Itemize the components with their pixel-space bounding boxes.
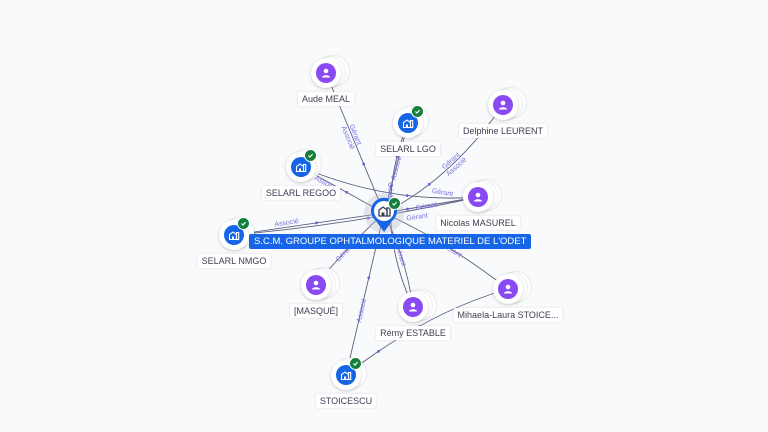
building-icon (398, 113, 418, 133)
edge-label: Associé (390, 155, 403, 181)
edge-arrow (377, 350, 380, 353)
center-company-label[interactable]: S.C.M. GROUPE OPHTALMOLOGIQUE MATERIEL D… (249, 234, 532, 249)
node-bubble[interactable] (311, 58, 341, 88)
person-icon (403, 297, 423, 317)
edge-arrow (366, 216, 370, 220)
building-icon (291, 157, 311, 177)
node-bubble[interactable] (286, 149, 317, 182)
edge-label: Gérant (406, 212, 428, 222)
verified-check-icon (237, 217, 250, 230)
person-icon (316, 63, 336, 83)
node-bubble[interactable] (398, 292, 428, 322)
edge-arrow (427, 182, 431, 186)
edge-arrow (406, 207, 409, 211)
edge-label: Gérant (386, 182, 394, 204)
building-icon (224, 225, 244, 245)
node-label[interactable]: [MASQUÉ] (289, 304, 343, 318)
node-bubble[interactable] (393, 105, 424, 138)
node-label[interactable]: SELARL LGO (376, 142, 440, 156)
person-icon (498, 279, 518, 299)
edge-mihaela-stoicescu (345, 288, 509, 376)
node-bubble[interactable] (219, 217, 250, 250)
node-label[interactable]: Aude MEAL (297, 92, 355, 106)
edge-arrow (345, 190, 349, 194)
edge-arrow (389, 184, 393, 188)
person-icon (493, 95, 513, 115)
edge-arrow (405, 194, 409, 197)
building-icon (378, 206, 391, 217)
person-icon (468, 187, 488, 207)
edge-nmgo-center (233, 212, 385, 236)
verified-check-icon (349, 357, 362, 370)
edge-label: Gérant (415, 202, 437, 213)
node-label[interactable]: Nicolas MASUREL (436, 216, 520, 230)
edge-stoicescu-center (345, 212, 385, 376)
node-bubble[interactable] (301, 270, 331, 300)
edge-arrow (362, 162, 366, 166)
edge-label: Associé (274, 218, 299, 228)
edge-arrow (315, 221, 318, 225)
node-bubble[interactable] (331, 357, 362, 390)
node-label[interactable]: SELARL NMGO (197, 254, 271, 268)
node-bubble[interactable] (493, 274, 523, 304)
verified-check-icon (304, 149, 317, 162)
edge-nicolas-regoo (300, 166, 479, 199)
edge-aude-center (325, 72, 385, 214)
edge-label: Associé (356, 298, 368, 324)
node-label[interactable]: Rémy ESTABLE (376, 326, 450, 340)
edge-label: Gérant (431, 188, 453, 198)
node-label[interactable]: SELARL REGOO (261, 186, 341, 200)
node-label[interactable]: Delphine LEURENT (458, 124, 548, 138)
edge-arrow (367, 276, 371, 280)
node-bubble[interactable] (463, 182, 493, 212)
node-bubble[interactable] (488, 90, 518, 120)
verified-check-icon (388, 197, 401, 210)
node-label[interactable]: STOICESCU (315, 394, 377, 408)
building-icon (336, 365, 356, 385)
node-label[interactable]: Mihaela-Laura STOICE... (453, 308, 563, 322)
person-icon (306, 275, 326, 295)
edge-nicolas-nmgo (233, 196, 479, 236)
verified-check-icon (411, 105, 424, 118)
